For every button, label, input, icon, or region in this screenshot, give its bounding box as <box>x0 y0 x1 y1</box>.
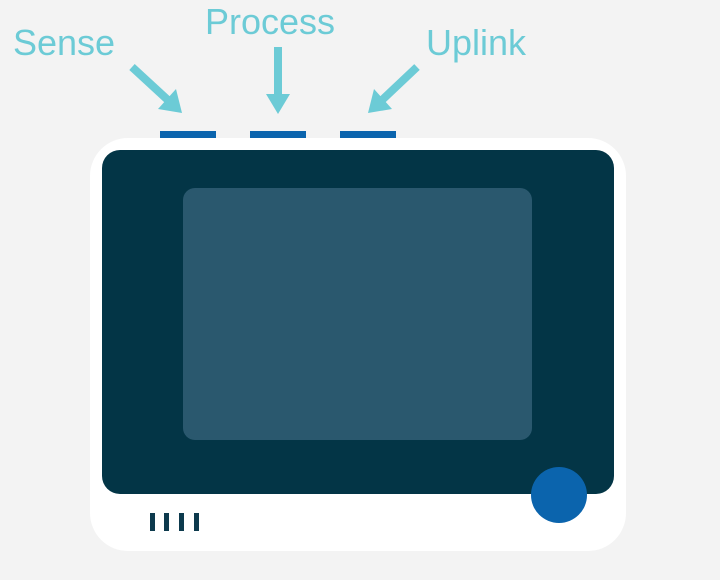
uplink-button <box>340 131 396 138</box>
process-label: Process <box>205 1 336 42</box>
process-button <box>250 131 306 138</box>
device-screen <box>183 188 532 440</box>
process-arrow <box>266 47 290 114</box>
speaker-grille <box>150 513 199 531</box>
home-button <box>531 467 587 523</box>
uplink-arrow <box>368 64 420 113</box>
uplink-label: Uplink <box>426 22 527 63</box>
sense-label: Sense <box>13 22 116 63</box>
sense-button <box>160 131 216 138</box>
sense-arrow <box>129 64 182 113</box>
